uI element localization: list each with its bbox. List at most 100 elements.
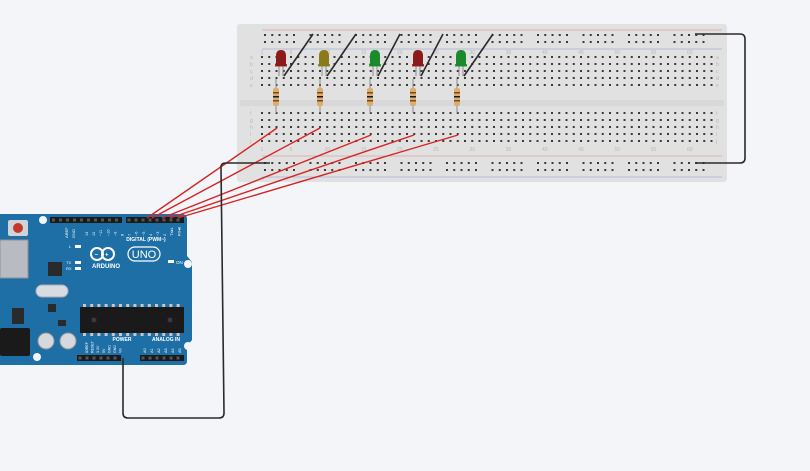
terminal-bottom-hole[interactable]	[420, 133, 423, 135]
terminal-bottom-hole[interactable]	[507, 112, 510, 114]
terminal-bottom-hole[interactable]	[311, 133, 314, 135]
terminal-bottom-hole[interactable]	[456, 140, 459, 142]
terminal-top-hole[interactable]	[551, 56, 553, 58]
terminal-top-hole[interactable]	[297, 77, 300, 79]
terminal-bottom-hole[interactable]	[340, 119, 343, 121]
terminal-bottom-hole[interactable]	[703, 140, 706, 142]
terminal-top-hole[interactable]	[340, 56, 343, 58]
terminal-bottom-hole[interactable]	[391, 112, 394, 114]
terminal-bottom-hole[interactable]	[391, 133, 394, 135]
terminal-top-hole[interactable]	[645, 63, 648, 65]
terminal-top-hole[interactable]	[594, 56, 597, 58]
rail-top-1-hole[interactable]	[498, 34, 501, 36]
terminal-top-hole[interactable]	[594, 84, 597, 86]
terminal-top-hole[interactable]	[340, 63, 343, 65]
rail-top-1-hole[interactable]	[611, 34, 614, 36]
rail-bottom-2-hole[interactable]	[544, 169, 547, 171]
terminal-top-hole[interactable]	[565, 56, 568, 58]
terminal-bottom-hole[interactable]	[478, 140, 481, 142]
terminal-top-hole[interactable]	[391, 56, 394, 58]
rail-top-2-hole[interactable]	[271, 41, 274, 43]
terminal-bottom-hole[interactable]	[710, 119, 713, 121]
terminal-bottom-hole[interactable]	[514, 126, 517, 128]
terminal-bottom-hole[interactable]	[261, 133, 263, 135]
terminal-bottom-hole[interactable]	[355, 126, 358, 128]
terminal-bottom-hole[interactable]	[507, 126, 510, 128]
terminal-bottom-hole[interactable]	[319, 119, 321, 121]
terminal-top-hole[interactable]	[659, 63, 662, 65]
header-top-left-pin[interactable]	[108, 218, 111, 222]
terminal-bottom-hole[interactable]	[304, 140, 307, 142]
header-power-pin[interactable]	[92, 356, 96, 360]
terminal-top-hole[interactable]	[485, 77, 488, 79]
terminal-bottom-hole[interactable]	[485, 133, 488, 135]
rail-bottom-1-hole[interactable]	[422, 162, 425, 164]
terminal-bottom-hole[interactable]	[659, 126, 662, 128]
terminal-top-hole[interactable]	[601, 70, 604, 72]
header-analog-pin[interactable]	[155, 356, 159, 360]
rail-top-2-hole[interactable]	[589, 41, 592, 43]
terminal-top-hole[interactable]	[456, 70, 459, 72]
terminal-bottom-hole[interactable]	[464, 133, 466, 135]
terminal-top-hole[interactable]	[406, 56, 408, 58]
terminal-top-hole[interactable]	[340, 84, 343, 86]
terminal-top-hole[interactable]	[348, 84, 350, 86]
rail-bottom-1-hole[interactable]	[520, 162, 523, 164]
rail-bottom-1-hole[interactable]	[611, 162, 614, 164]
terminal-top-hole[interactable]	[580, 56, 582, 58]
terminal-bottom-hole[interactable]	[522, 112, 524, 114]
terminal-bottom-hole[interactable]	[362, 140, 365, 142]
terminal-top-hole[interactable]	[304, 63, 307, 65]
terminal-bottom-hole[interactable]	[623, 140, 626, 142]
terminal-top-hole[interactable]	[355, 63, 358, 65]
terminal-bottom-hole[interactable]	[587, 119, 590, 121]
rail-bottom-2-hole[interactable]	[635, 169, 638, 171]
terminal-bottom-hole[interactable]	[500, 126, 503, 128]
terminal-top-hole[interactable]	[261, 70, 263, 72]
rail-top-1-hole[interactable]	[467, 34, 470, 36]
terminal-bottom-hole[interactable]	[616, 133, 619, 135]
terminal-bottom-hole[interactable]	[703, 126, 706, 128]
terminal-top-hole[interactable]	[543, 56, 546, 58]
terminal-top-hole[interactable]	[529, 56, 532, 58]
terminal-top-hole[interactable]	[652, 77, 655, 79]
terminal-bottom-hole[interactable]	[282, 140, 285, 142]
terminal-bottom-hole[interactable]	[514, 133, 517, 135]
terminal-top-hole[interactable]	[340, 77, 343, 79]
terminal-bottom-hole[interactable]	[377, 133, 379, 135]
terminal-bottom-hole[interactable]	[478, 119, 481, 121]
terminal-top-hole[interactable]	[464, 70, 466, 72]
terminal-bottom-hole[interactable]	[645, 119, 648, 121]
rail-top-2-hole[interactable]	[407, 41, 410, 43]
rail-top-2-hole[interactable]	[513, 41, 516, 43]
terminal-bottom-hole[interactable]	[398, 119, 401, 121]
terminal-top-hole[interactable]	[507, 77, 510, 79]
terminal-top-hole[interactable]	[435, 70, 437, 72]
terminal-top-hole[interactable]	[674, 63, 677, 65]
terminal-top-hole[interactable]	[348, 77, 350, 79]
terminal-top-hole[interactable]	[558, 84, 561, 86]
terminal-top-hole[interactable]	[333, 84, 336, 86]
terminal-top-hole[interactable]	[282, 70, 285, 72]
terminal-bottom-hole[interactable]	[261, 119, 263, 121]
header-power-pin[interactable]	[99, 356, 103, 360]
header-top-right-pin[interactable]	[162, 218, 166, 222]
rail-top-2-hole[interactable]	[331, 41, 334, 43]
rail-bottom-2-hole[interactable]	[695, 169, 698, 171]
terminal-bottom-hole[interactable]	[435, 126, 437, 128]
terminal-top-hole[interactable]	[558, 70, 561, 72]
led-2[interactable]	[319, 50, 329, 66]
terminal-top-hole[interactable]	[369, 84, 372, 86]
terminal-top-hole[interactable]	[543, 70, 546, 72]
terminal-bottom-hole[interactable]	[384, 126, 387, 128]
header-analog-pin[interactable]	[148, 356, 152, 360]
led-3[interactable]	[370, 50, 380, 66]
terminal-bottom-hole[interactable]	[500, 119, 503, 121]
terminal-bottom-hole[interactable]	[311, 112, 314, 114]
terminal-bottom-hole[interactable]	[558, 119, 561, 121]
terminal-top-hole[interactable]	[355, 56, 358, 58]
rail-top-2-hole[interactable]	[362, 41, 365, 43]
rail-top-1-hole[interactable]	[309, 34, 312, 36]
rail-top-1-hole[interactable]	[453, 34, 456, 36]
rail-top-1-hole[interactable]	[597, 34, 599, 36]
